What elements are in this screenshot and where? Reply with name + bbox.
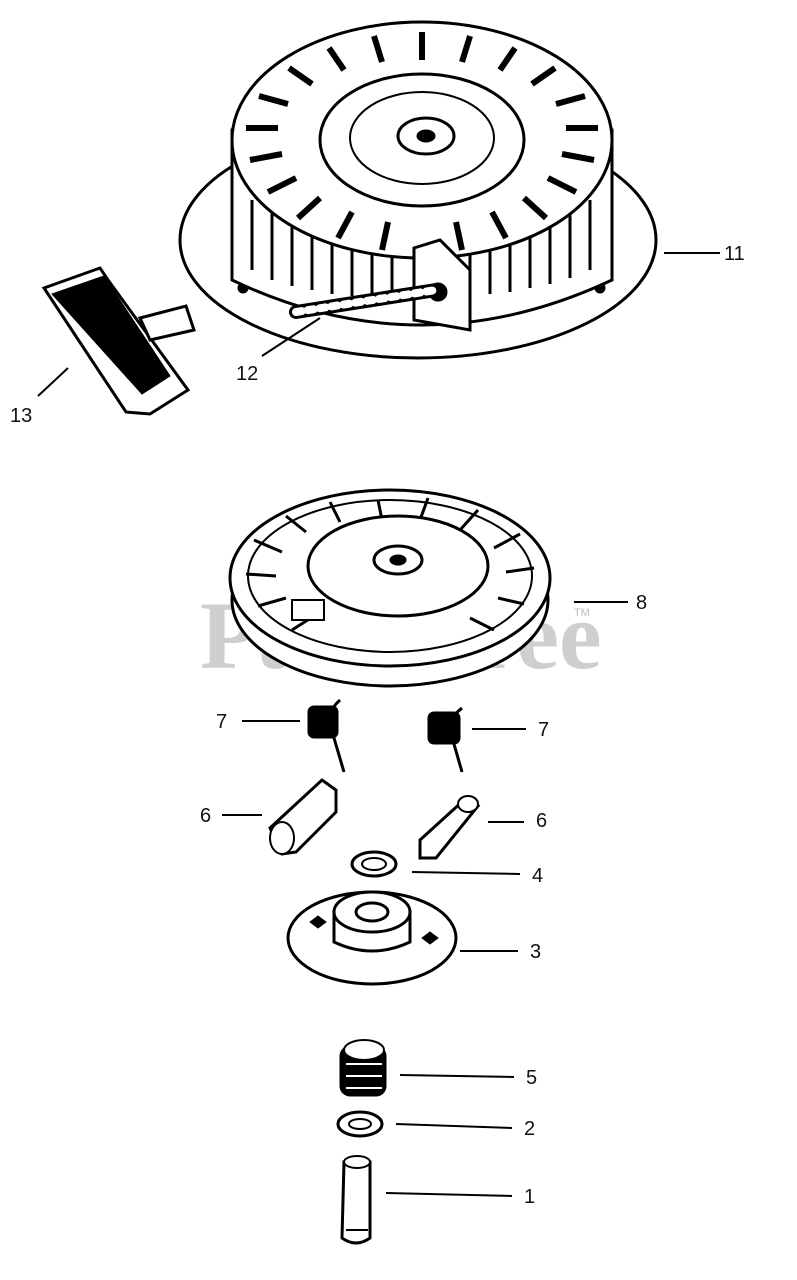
callout-6-left: 6 <box>200 805 211 827</box>
spring-left-coil <box>307 705 339 739</box>
pulley-spokes <box>245 497 535 632</box>
retainer-boss-hole <box>354 901 390 923</box>
spring-right-coil <box>427 711 461 745</box>
handle-grip <box>51 275 171 395</box>
pawl-right-body <box>418 798 481 860</box>
small-washer-inner <box>348 1118 372 1130</box>
center-pin-top <box>343 1155 371 1169</box>
part-6-pawl-left[interactable] <box>268 778 338 856</box>
part-11-starter-housing[interactable] <box>178 20 658 360</box>
leader-2 <box>395 1123 513 1129</box>
part-3-retainer-plate[interactable] <box>286 890 458 986</box>
pawl-left-pivot <box>269 821 295 855</box>
callout-3: 3 <box>530 941 541 963</box>
leader-13 <box>37 367 69 397</box>
callout-11: 11 <box>724 243 745 265</box>
center-pin-shaft <box>340 1160 372 1245</box>
watermark-trademark: TM <box>574 607 590 619</box>
leader-1 <box>385 1192 513 1197</box>
brake-spring-turns <box>346 1063 382 1089</box>
part-7-spring-right[interactable] <box>427 706 464 773</box>
housing-center-hole <box>416 129 436 143</box>
rope-braid <box>292 286 440 316</box>
callout-12: 12 <box>236 363 258 385</box>
callout-6-right: 6 <box>536 810 547 832</box>
leader-lines <box>37 252 720 1197</box>
leader-12 <box>261 317 321 357</box>
spring-left-tail <box>332 737 346 773</box>
leader-4 <box>411 871 521 875</box>
part-12-starter-rope[interactable] <box>289 283 443 319</box>
pawl-right-pivot <box>457 795 479 813</box>
part-7-spring-left[interactable] <box>307 698 346 773</box>
part-8-pulley[interactable] <box>228 488 552 688</box>
callout-4: 4 <box>532 865 543 887</box>
brake-spring-top <box>343 1039 385 1061</box>
leader-5 <box>399 1074 515 1078</box>
retainer-tab-right <box>421 931 439 945</box>
part-4-washer[interactable] <box>350 850 398 878</box>
spring-right-tail <box>452 743 464 773</box>
housing-top-vents <box>246 32 598 251</box>
part-5-brake-spring[interactable] <box>339 1039 387 1097</box>
callout-labels: 11 12 13 8 7 7 6 6 4 3 5 2 1 <box>10 243 745 1208</box>
callout-8: 8 <box>636 592 647 614</box>
retainer-tab-left <box>309 915 327 929</box>
part-1-center-pin[interactable] <box>340 1155 372 1245</box>
callout-13: 13 <box>10 405 32 427</box>
callout-7-left: 7 <box>216 711 227 733</box>
callout-5: 5 <box>526 1067 537 1089</box>
pulley-rope-pocket <box>291 599 325 621</box>
pulley-hub-hole <box>389 554 407 566</box>
part-2-small-washer[interactable] <box>336 1110 384 1138</box>
callout-1: 1 <box>524 1186 535 1208</box>
part-6-pawl-right[interactable] <box>418 795 481 860</box>
callout-7-right: 7 <box>538 719 549 741</box>
washer-inner <box>361 857 387 871</box>
part-13-starter-handle[interactable] <box>41 266 196 416</box>
handle-rope-retainer <box>137 304 196 342</box>
housing-side-vents <box>250 200 592 296</box>
callout-2: 2 <box>524 1118 535 1140</box>
